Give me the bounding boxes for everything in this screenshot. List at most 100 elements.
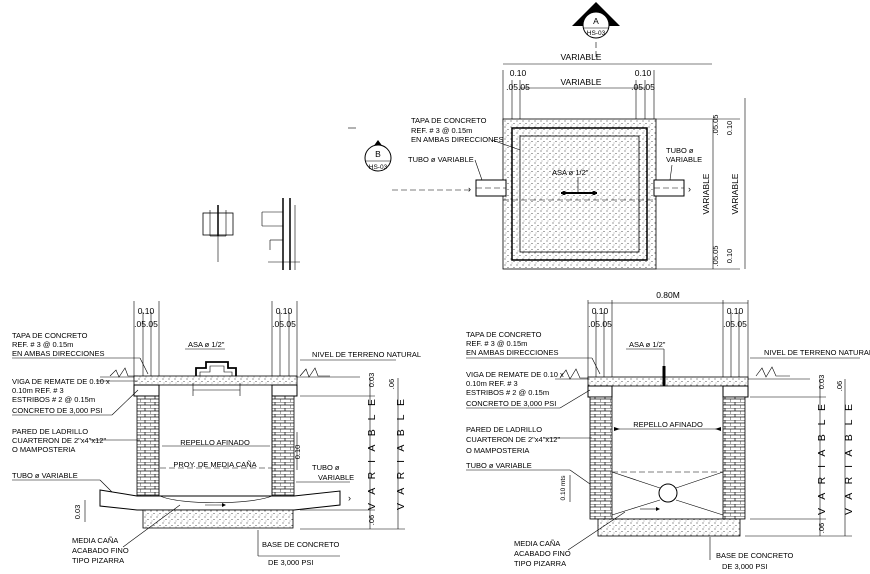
section-b-letter: B [375,149,381,159]
sr-dim-080: 0.80M [656,290,680,300]
sl-media-3: TIPO PIZARRA [72,556,124,565]
sl-pared-1: PARED DE LADRILLO [12,427,88,436]
sl-base-2: DE 3,000 PSI [268,558,313,567]
sl-dim-003-left: 0.03 [73,505,82,520]
sl-dim-003-top: 0.03 [367,373,376,388]
sr-dim-003-top: 0.03 [817,375,826,390]
plan-right-bot-010: 0.10 [725,249,734,264]
sl-asa: ASA ø 1/2" [188,340,225,349]
sr-dim-06-bot: .06 [817,523,826,533]
sl-pared-2: CUARTERON DE 2"x4"x12" [12,436,106,445]
sl-proy: PROY. DE MEDIA CAÑA [173,460,256,469]
sl-tubo-right-2: VARIABLE [318,473,354,482]
plan-right-top-0505: .05.05 [711,115,720,136]
sl-dim-0505-l: .05.05 [134,319,158,329]
plan-dim-0505-right: .05.05 [631,82,655,92]
sr-tapa-3: EN AMBAS DIRECCIONES [466,348,559,357]
sr-media-3: TIPO PIZARRA [514,559,566,568]
sr-tapa-1: TAPA DE CONCRETO [466,330,542,339]
sl-pared-3: O MAMPOSTERIA [12,445,75,454]
sl-dim-06-top: .06 [387,379,396,389]
sr-base-1: BASE DE CONCRETO [716,551,794,560]
sr-dim-0505-r: .05.05 [723,319,747,329]
sr-tubo-left: TUBO ø VARIABLE [466,461,532,470]
sl-tubo-right-1: TUBO ø [312,463,340,472]
section-a-letter: A [593,16,599,26]
sr-dim-010-r: 0.10 [727,306,744,316]
sl-dim-var-1: V A R I A B L E [366,396,378,510]
sr-pared-2: CUARTERON DE 2"x4"x12" [466,435,560,444]
sl-dim-06-bot: .06 [367,515,376,525]
sl-nivel: NIVEL DE TERRENO NATURAL [312,350,421,359]
sr-wall-right [722,396,746,520]
plan-arrow-right: › [688,184,691,194]
plan-dim-0505-left: .05.05 [506,82,530,92]
sl-wall-right [271,395,295,497]
sr-dim-0505-l: .05.05 [588,319,612,329]
sr-viga-1: VIGA DE REMATE DE 0.10 x [466,370,564,379]
sl-tapa-3: EN AMBAS DIRECCIONES [12,349,105,358]
sr-media-1: MEDIA CAÑA [514,539,560,548]
plan-right-top-010: 0.10 [725,121,734,136]
sl-dim-0505-r: .05.05 [272,319,296,329]
sr-dim-010-l: 0.10 [592,306,609,316]
plan-dim-010-right: 0.10 [635,68,652,78]
sl-dim-010-l: 0.10 [138,306,155,316]
sr-pared-1: PARED DE LADRILLO [466,425,542,434]
plan-right-bot-0505: .05.05 [711,246,720,267]
sr-dim-var-1: V A R I A B L E [816,401,828,515]
sl-repello: REPELLO AFINADO [180,438,250,447]
sr-viga-4: CONCRETO DE 3,000 PSI [466,399,556,408]
sl-wall-left [136,395,160,497]
sl-dim-010-mid: 0.10 [293,445,302,460]
sl-tapa-1: TAPA DE CONCRETO [12,331,88,340]
sr-media-2: ACABADO FINO [514,549,571,558]
sl-viga-1: VIGA DE REMATE DE 0.10 x [12,377,110,386]
sr-viga-2: 0.10m REF. # 3 [466,379,518,388]
section-marker-a: A HS-03 [572,2,620,39]
plan-dim-top-1: VARIABLE [561,52,602,62]
plan-tubo-right-1: TUBO ø [666,146,694,155]
sl-media-2: ACABADO FINO [72,546,129,555]
sr-nivel: NIVEL DE TERRENO NATURAL [764,348,870,357]
plan-dim-side: VARIABLE [701,173,711,214]
section-left: 0.10 .05.05 0.10 .05.05 TAPA DE CONCRETO… [12,301,421,567]
sl-viga-4: CONCRETO DE 3,000 PSI [12,406,102,415]
plan-dim-010-left: 0.10 [510,68,527,78]
sl-viga-3: ESTRIBOS # 2 @ 0.15m [12,395,95,404]
sr-base [597,518,741,537]
sl-lid [133,375,298,386]
plan-view: A HS-03 VARIABLE VARIABLE 0.10 .05.05 0.… [348,2,746,270]
sl-base [142,509,294,529]
sr-dim-06-top: .06 [835,381,844,391]
section-marker-b: B HS-03 [364,140,392,172]
sl-dim-010-r: 0.10 [276,306,293,316]
sr-dim-010-left: 0.10 mts [560,475,567,501]
section-b-sheet: HS-03 [369,164,388,171]
sr-pared-3: O MAMPOSTERIA [466,446,529,455]
plan-dim-top-2: VARIABLE [561,77,602,87]
section-a-sheet: HS-03 [587,30,606,37]
sl-base-1: BASE DE CONCRETO [262,540,340,549]
plan-dim-side-far: VARIABLE [730,173,740,214]
plan-tapa-3: EN AMBAS DIRECCIONES [411,135,504,144]
sr-asa: ASA ø 1/2" [629,340,666,349]
sl-arrow-right: › [348,493,351,503]
sr-base-2: DE 3,000 PSI [722,562,767,571]
sl-media-1: MEDIA CAÑA [72,536,118,545]
sl-dim-var-2: V A R I A B L E [395,396,407,510]
sr-dim-var-2: V A R I A B L E [843,401,855,515]
small-detail-sketch [202,198,300,270]
sr-viga-3: ESTRIBOS # 2 @ 0.15m [466,388,549,397]
sl-handle [195,361,237,376]
sl-tapa-2: REF. # 3 @ 0.15m [12,340,73,349]
plan-tapa-2: REF. # 3 @ 0.15m [411,126,472,135]
sr-repello: REPELLO AFINADO [633,420,703,429]
sl-tubo-left: TUBO ø VARIABLE [12,471,78,480]
plan-asa-label: ASA ø 1/2" [552,168,589,177]
sl-pipe [99,489,341,511]
plan-tubo-right-2: VARIABLE [666,155,702,164]
sr-lid [587,376,749,387]
plan-tubo-left: TUBO ø VARIABLE [408,155,474,164]
